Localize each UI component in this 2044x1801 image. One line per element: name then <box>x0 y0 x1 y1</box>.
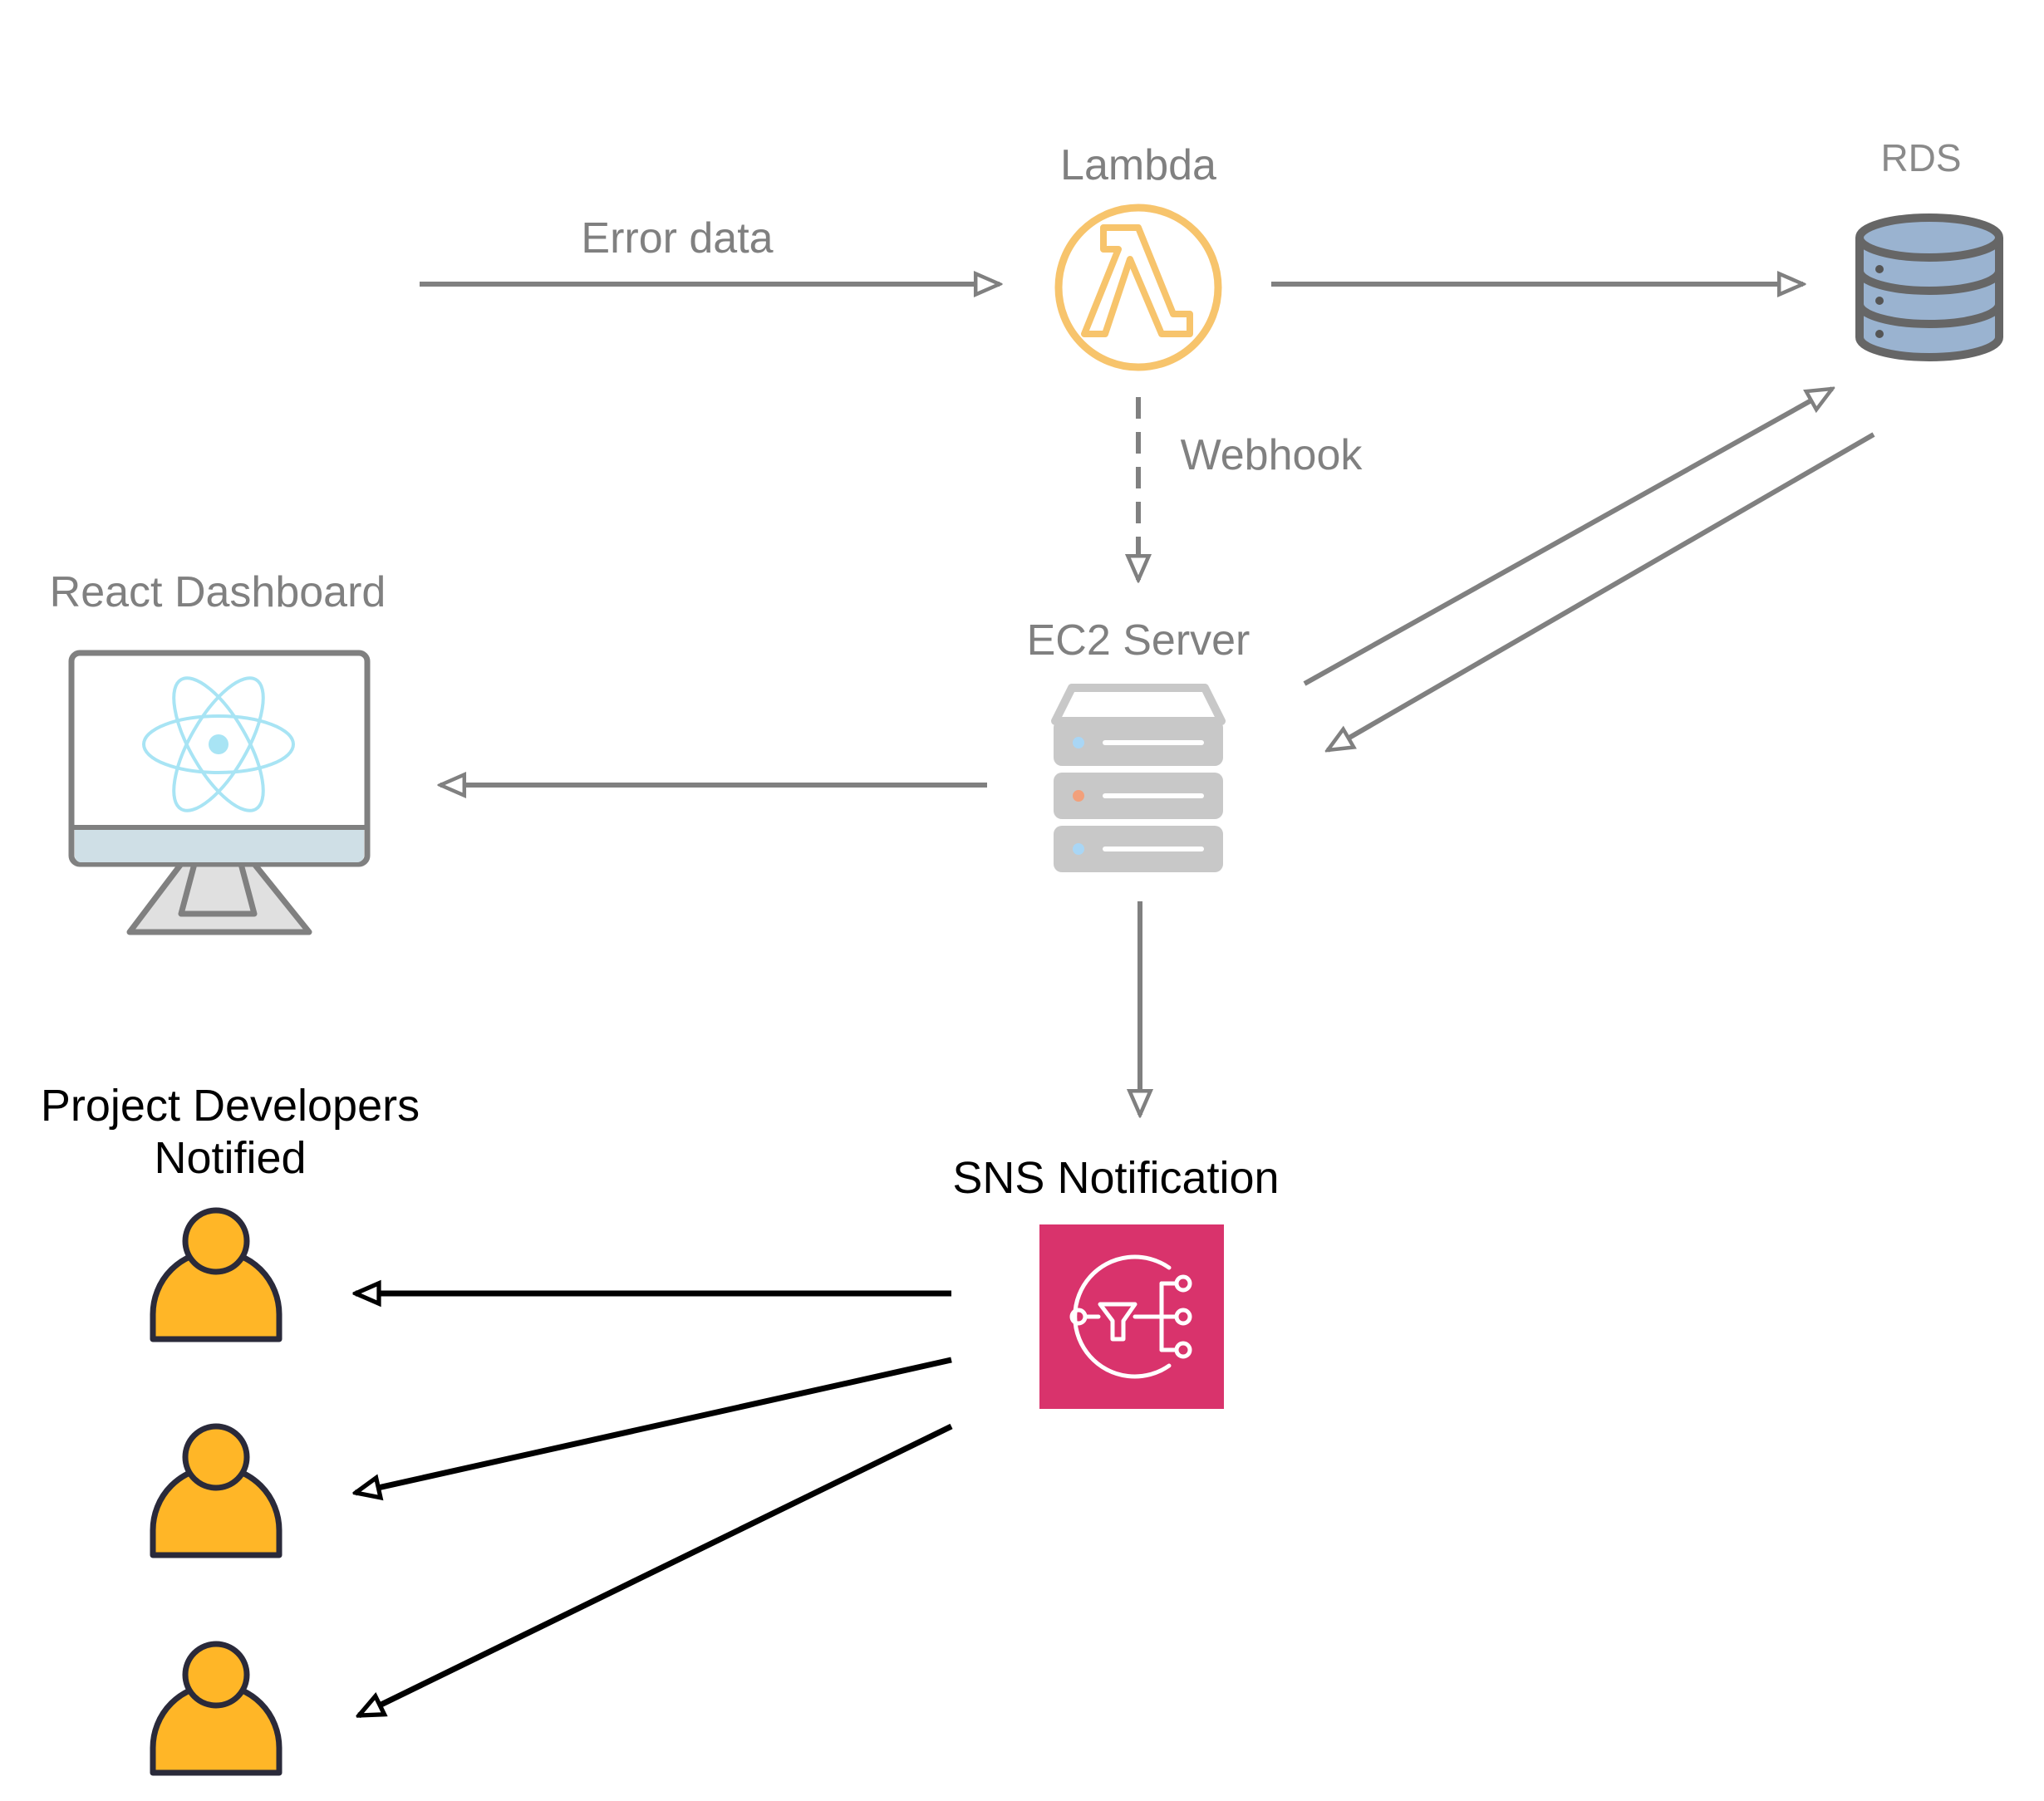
error-data-label: Error data <box>581 214 773 263</box>
edge-ec2-to-rds <box>1303 389 1832 686</box>
lambda-icon[interactable] <box>1054 204 1222 371</box>
react-monitor-icon[interactable] <box>68 650 371 935</box>
rds-label: RDS <box>1880 136 1961 179</box>
sns-notification-label: SNS Notification <box>952 1153 1279 1203</box>
person-icon[interactable] <box>150 1423 283 1558</box>
edge-sns-to-developer-3 <box>359 1423 953 1719</box>
ec2-server-label: EC2 Server <box>1027 616 1250 665</box>
person-icon[interactable] <box>150 1207 283 1342</box>
ec2-server-icon[interactable] <box>1051 684 1226 872</box>
webhook-label: Webhook <box>1181 431 1363 479</box>
developers-label-line1: Project Developers <box>41 1081 420 1131</box>
edge-rds-to-ec2 <box>1328 432 1875 750</box>
edge-sns-to-developer-2 <box>356 1357 952 1493</box>
rds-database-icon[interactable] <box>1855 213 2003 361</box>
person-icon[interactable] <box>150 1641 283 1776</box>
lambda-label: Lambda <box>1060 141 1216 189</box>
developers-label-line2: Notified <box>154 1133 306 1183</box>
sns-icon[interactable] <box>1039 1224 1224 1409</box>
react-dashboard-label: React Dashboard <box>50 568 386 616</box>
